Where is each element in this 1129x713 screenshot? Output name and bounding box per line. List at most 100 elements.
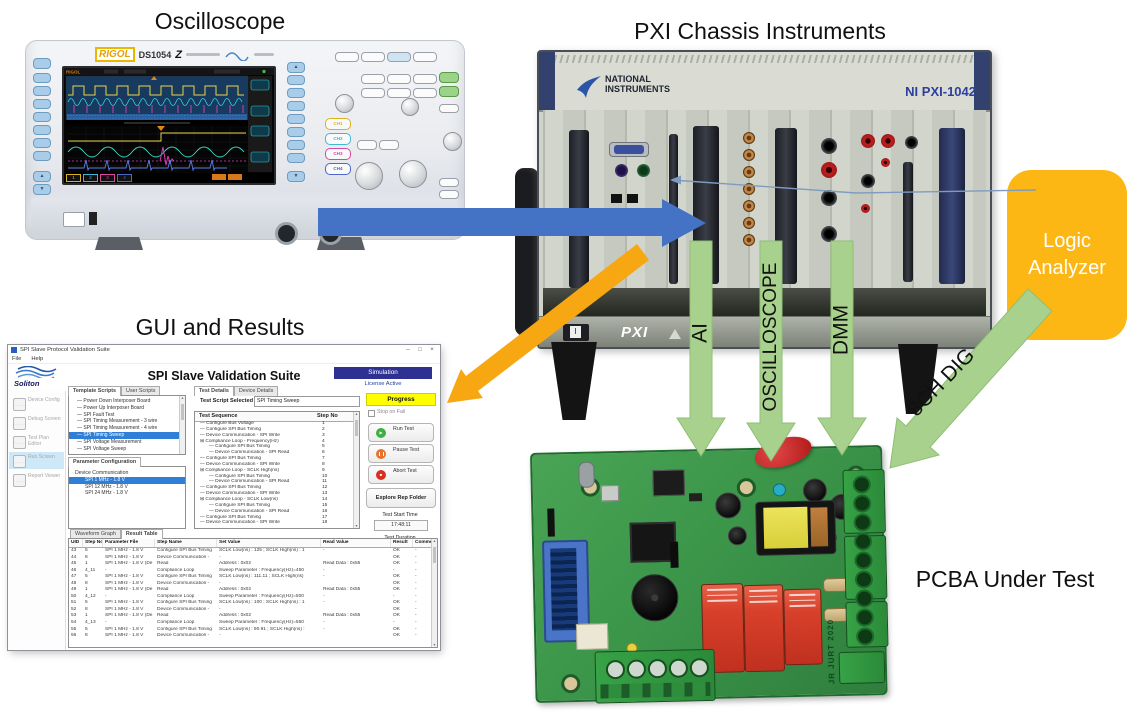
param-item[interactable]: SPI 1 MHz - 1.8 V <box>69 477 185 484</box>
template-script-item[interactable]: — SPI Voltage Measurement <box>77 438 142 445</box>
stop-on-fail-checkbox[interactable] <box>368 410 375 417</box>
scope-down-key: ▼ <box>33 184 51 195</box>
chassis-top-band: NATIONAL INSTRUMENTS NI PXI-1042 <box>539 52 990 112</box>
ni-brand-line2: INSTRUMENTS <box>605 84 670 95</box>
dmm-jack <box>881 158 890 167</box>
sequence-row[interactable]: ⊞ Compliance Loop - Frequency(Hz)4 <box>200 438 325 444</box>
scrollbar[interactable]: ▲▼ <box>353 412 359 528</box>
menu-help[interactable]: Help <box>31 356 44 362</box>
horizontal-scale-knob <box>399 160 427 188</box>
param-item[interactable]: SPI 24 MHz - 1.8 V <box>85 490 128 497</box>
tab-result-table[interactable]: Result Table <box>120 529 163 539</box>
sidebar-item-run-screen[interactable]: Run Screen <box>9 452 64 469</box>
maximize-button[interactable]: □ <box>418 347 422 353</box>
bnc-input <box>821 226 837 242</box>
template-script-item[interactable]: — SPI Timing Sweep <box>69 431 185 439</box>
sidebar-icon <box>13 417 26 430</box>
tab-parameter-configuration[interactable]: Parameter Configuration <box>68 457 142 467</box>
module-slot <box>903 162 913 282</box>
explore-rep-folder-button[interactable]: Explore Rep Folder <box>366 488 436 508</box>
abort-test-button[interactable]: ■ Abort Test <box>368 465 434 484</box>
tab-test-details[interactable]: Test Details <box>194 386 234 396</box>
sidebar-item-report-viewer[interactable]: Report Viewer <box>9 471 64 488</box>
sidebar-item-debug-screen[interactable]: Debug Screen <box>9 414 64 431</box>
template-script-item[interactable]: — SPI Voltage Sweep <box>77 445 127 452</box>
screen-channel-1: 1 <box>66 174 81 182</box>
scope-ch4-button: CH4 <box>325 163 351 175</box>
mode-button <box>439 104 459 113</box>
sidebar-item-test-plan-editor[interactable]: Test Plan Editor <box>9 433 64 450</box>
tab-user-scripts[interactable]: User Scripts <box>121 386 161 396</box>
sequence-row[interactable]: ⊞ Compliance Loop - SCLK High(ns)9 <box>200 467 325 473</box>
ic-chip <box>652 469 686 497</box>
pause-test-button[interactable]: Pause Test <box>368 444 434 463</box>
scope-up-key: ▲ <box>287 62 305 73</box>
template-script-item[interactable]: — SPI Timing Measurement - 3 wire <box>77 418 158 425</box>
scrollbar[interactable]: ▲ <box>179 396 185 454</box>
sidebar-item-device-config[interactable]: Device Config <box>9 395 64 412</box>
minimize-button[interactable]: – <box>406 347 410 353</box>
chassis-bottom: PXI <box>539 316 990 347</box>
test-script-selected-field[interactable]: SPI Timing Sweep <box>254 396 360 407</box>
screen-brand-text: RIGOL <box>66 70 81 75</box>
template-script-item[interactable]: — SPI Fault Test <box>77 411 115 418</box>
tab-template-scripts[interactable]: Template Scripts <box>68 386 122 396</box>
template-script-item[interactable]: — SPI Timing Measurement - 4 wire <box>77 425 158 432</box>
test-start-time-label: Test Start Time <box>382 512 418 518</box>
close-button[interactable]: × <box>430 347 434 353</box>
ethernet-port <box>611 210 628 223</box>
menu-file[interactable]: File <box>12 356 22 362</box>
pcba-title: PCBA Under Test <box>915 566 1095 592</box>
module-vent-slot <box>693 126 719 284</box>
single-button <box>413 52 437 62</box>
bnc-connector <box>275 222 298 245</box>
tab-device-details[interactable]: Device Details <box>233 386 279 396</box>
scope-ch3-button: CH3 <box>325 148 351 160</box>
progress-banner: Progress <box>366 393 436 406</box>
param-item[interactable]: SPI 12 MHz - 1.8 V <box>85 483 128 490</box>
run-test-button[interactable]: ▶ Run Test <box>368 423 434 442</box>
scrollbar[interactable]: ▲▼ <box>431 539 437 647</box>
template-script-item[interactable]: — Power Down Interposer Board <box>77 398 151 404</box>
tab-waveform-graph[interactable]: Waveform Graph <box>70 529 121 539</box>
sequence-row[interactable]: ⊞ Compliance Loop - SCLK Low(ns)14 <box>200 496 328 502</box>
usb-port <box>611 194 622 203</box>
pxi-logo: PXI <box>621 324 649 341</box>
pxi-title: PXI Chassis Instruments <box>634 18 886 44</box>
template-script-item[interactable]: — Power Up Interposer Board <box>77 404 144 411</box>
module-slot <box>939 128 965 284</box>
simulation-banner[interactable]: Simulation <box>334 367 432 379</box>
